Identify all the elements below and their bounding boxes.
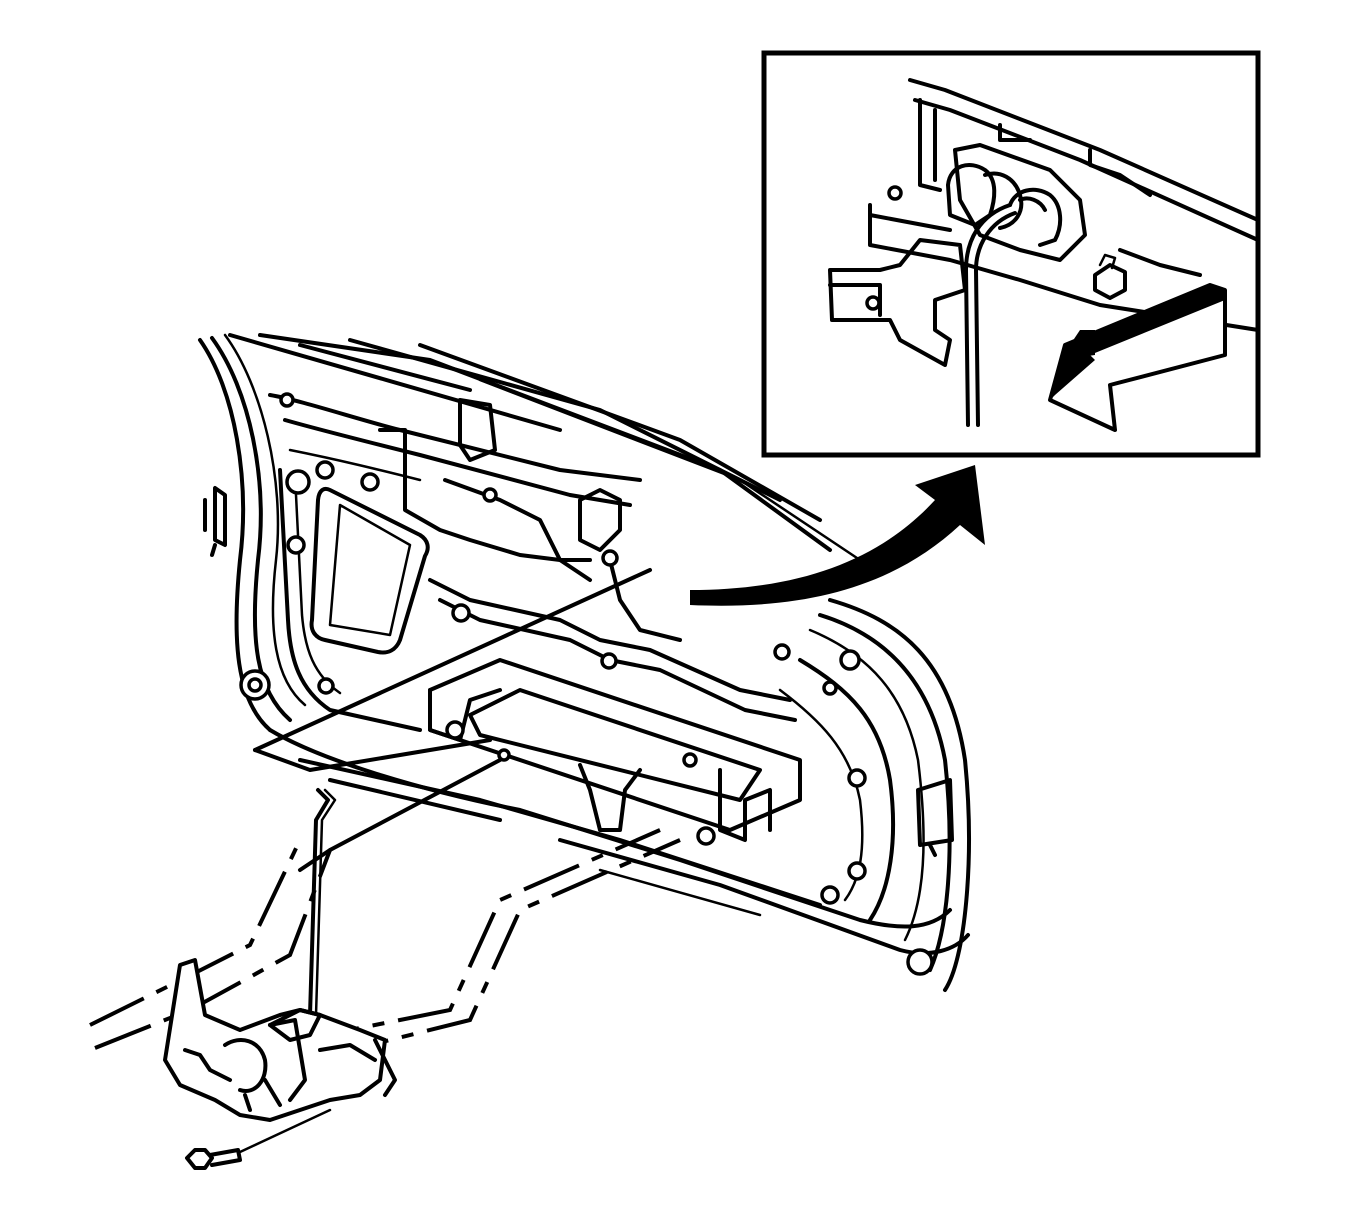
panel-top-edge-3 — [298, 343, 472, 392]
inset-hole — [887, 185, 903, 201]
panel-lower-edge-3 — [328, 778, 502, 822]
alignment-dash-3 — [299, 828, 661, 1042]
latch-body-detail-3 — [268, 1018, 307, 1102]
latch-body-detail-1 — [183, 1048, 232, 1082]
liftgate-panel — [198, 333, 971, 992]
direction-arrow-icon — [1048, 283, 1227, 432]
detail-inset-frame — [761, 50, 1261, 458]
latch-body — [163, 958, 387, 1122]
leader-line-1 — [253, 568, 652, 752]
inset-lower-rail — [868, 203, 1260, 332]
alignment-dash-2 — [94, 849, 332, 1050]
mounting-holes — [239, 392, 934, 976]
inset-latch-rod — [964, 203, 1012, 427]
left-inner-frame — [278, 468, 422, 732]
panel-top-edge-4 — [348, 338, 782, 502]
arrow-to-detail-icon — [690, 465, 985, 606]
panel-top-edge-1 — [228, 333, 562, 432]
panel-top-edge-2 — [258, 333, 832, 552]
inset-latch-rod-2 — [974, 211, 1017, 427]
inset-nut-stud — [1098, 253, 1117, 270]
right-frame-4 — [798, 658, 896, 922]
inset-lower-rail-3 — [1118, 248, 1202, 277]
inset-panel-edge-3 — [998, 123, 1032, 142]
right-frame-2 — [818, 613, 952, 972]
panel-outer-left-edge-3 — [223, 333, 307, 707]
inset-latch-housing — [953, 143, 1087, 262]
left-hinge — [203, 486, 227, 557]
latch-rod — [308, 788, 330, 1017]
leader-line-2 — [253, 738, 492, 772]
latch-body-detail-2 — [223, 1038, 268, 1093]
inset-latch-cup-2 — [1018, 196, 1047, 212]
upper-mechanism — [378, 428, 592, 562]
left-opening — [309, 486, 430, 655]
panel-top-edge-5 — [418, 343, 822, 522]
right-hinge — [916, 778, 954, 857]
right-bracket — [718, 768, 772, 842]
inset-panel-vertical — [918, 98, 942, 192]
striker-clip — [578, 488, 622, 552]
alignment-dash-4 — [329, 838, 681, 1057]
left-opening-inner — [328, 503, 412, 637]
inner-top-rail-2 — [283, 418, 632, 507]
inset-latch-cup — [1008, 187, 1063, 247]
latch-body-detail-4 — [318, 1043, 377, 1062]
panel-top-edge-6 — [478, 378, 862, 562]
latch-rod-2 — [314, 788, 337, 1017]
upper-bracket — [458, 398, 497, 462]
leader-line-3 — [328, 758, 502, 852]
exploded-latch-assembly — [89, 568, 681, 1170]
left-bracket — [428, 688, 502, 742]
upper-mechanism-2 — [443, 478, 592, 582]
panel-lower-edge-5 — [598, 868, 762, 917]
detail-inset — [761, 50, 1261, 458]
panel-lower-edge-2 — [298, 758, 822, 907]
inset-lower-rail-2 — [868, 213, 952, 232]
inset-panel-edge-4 — [1088, 148, 1152, 197]
latch-body-detail-5 — [243, 1078, 282, 1112]
latch-pocket — [578, 763, 642, 832]
latch-rod-upper — [608, 558, 682, 642]
right-frame-outer — [828, 598, 971, 992]
inset-bracket-hole — [865, 295, 881, 311]
inset-panel-edge-2 — [913, 98, 1260, 242]
alignment-dash-1 — [89, 839, 302, 1027]
center-channel-top — [428, 578, 792, 702]
inset-nut — [1093, 263, 1127, 300]
latch-lever — [268, 1008, 322, 1042]
center-box-inner — [468, 688, 762, 802]
inner-top-rail-3 — [288, 448, 422, 482]
latch-body-detail-6 — [373, 1038, 397, 1097]
inset-panel-edge-1 — [908, 78, 1260, 222]
inset-bracket — [828, 238, 967, 367]
bolt-icon — [185, 1108, 332, 1170]
